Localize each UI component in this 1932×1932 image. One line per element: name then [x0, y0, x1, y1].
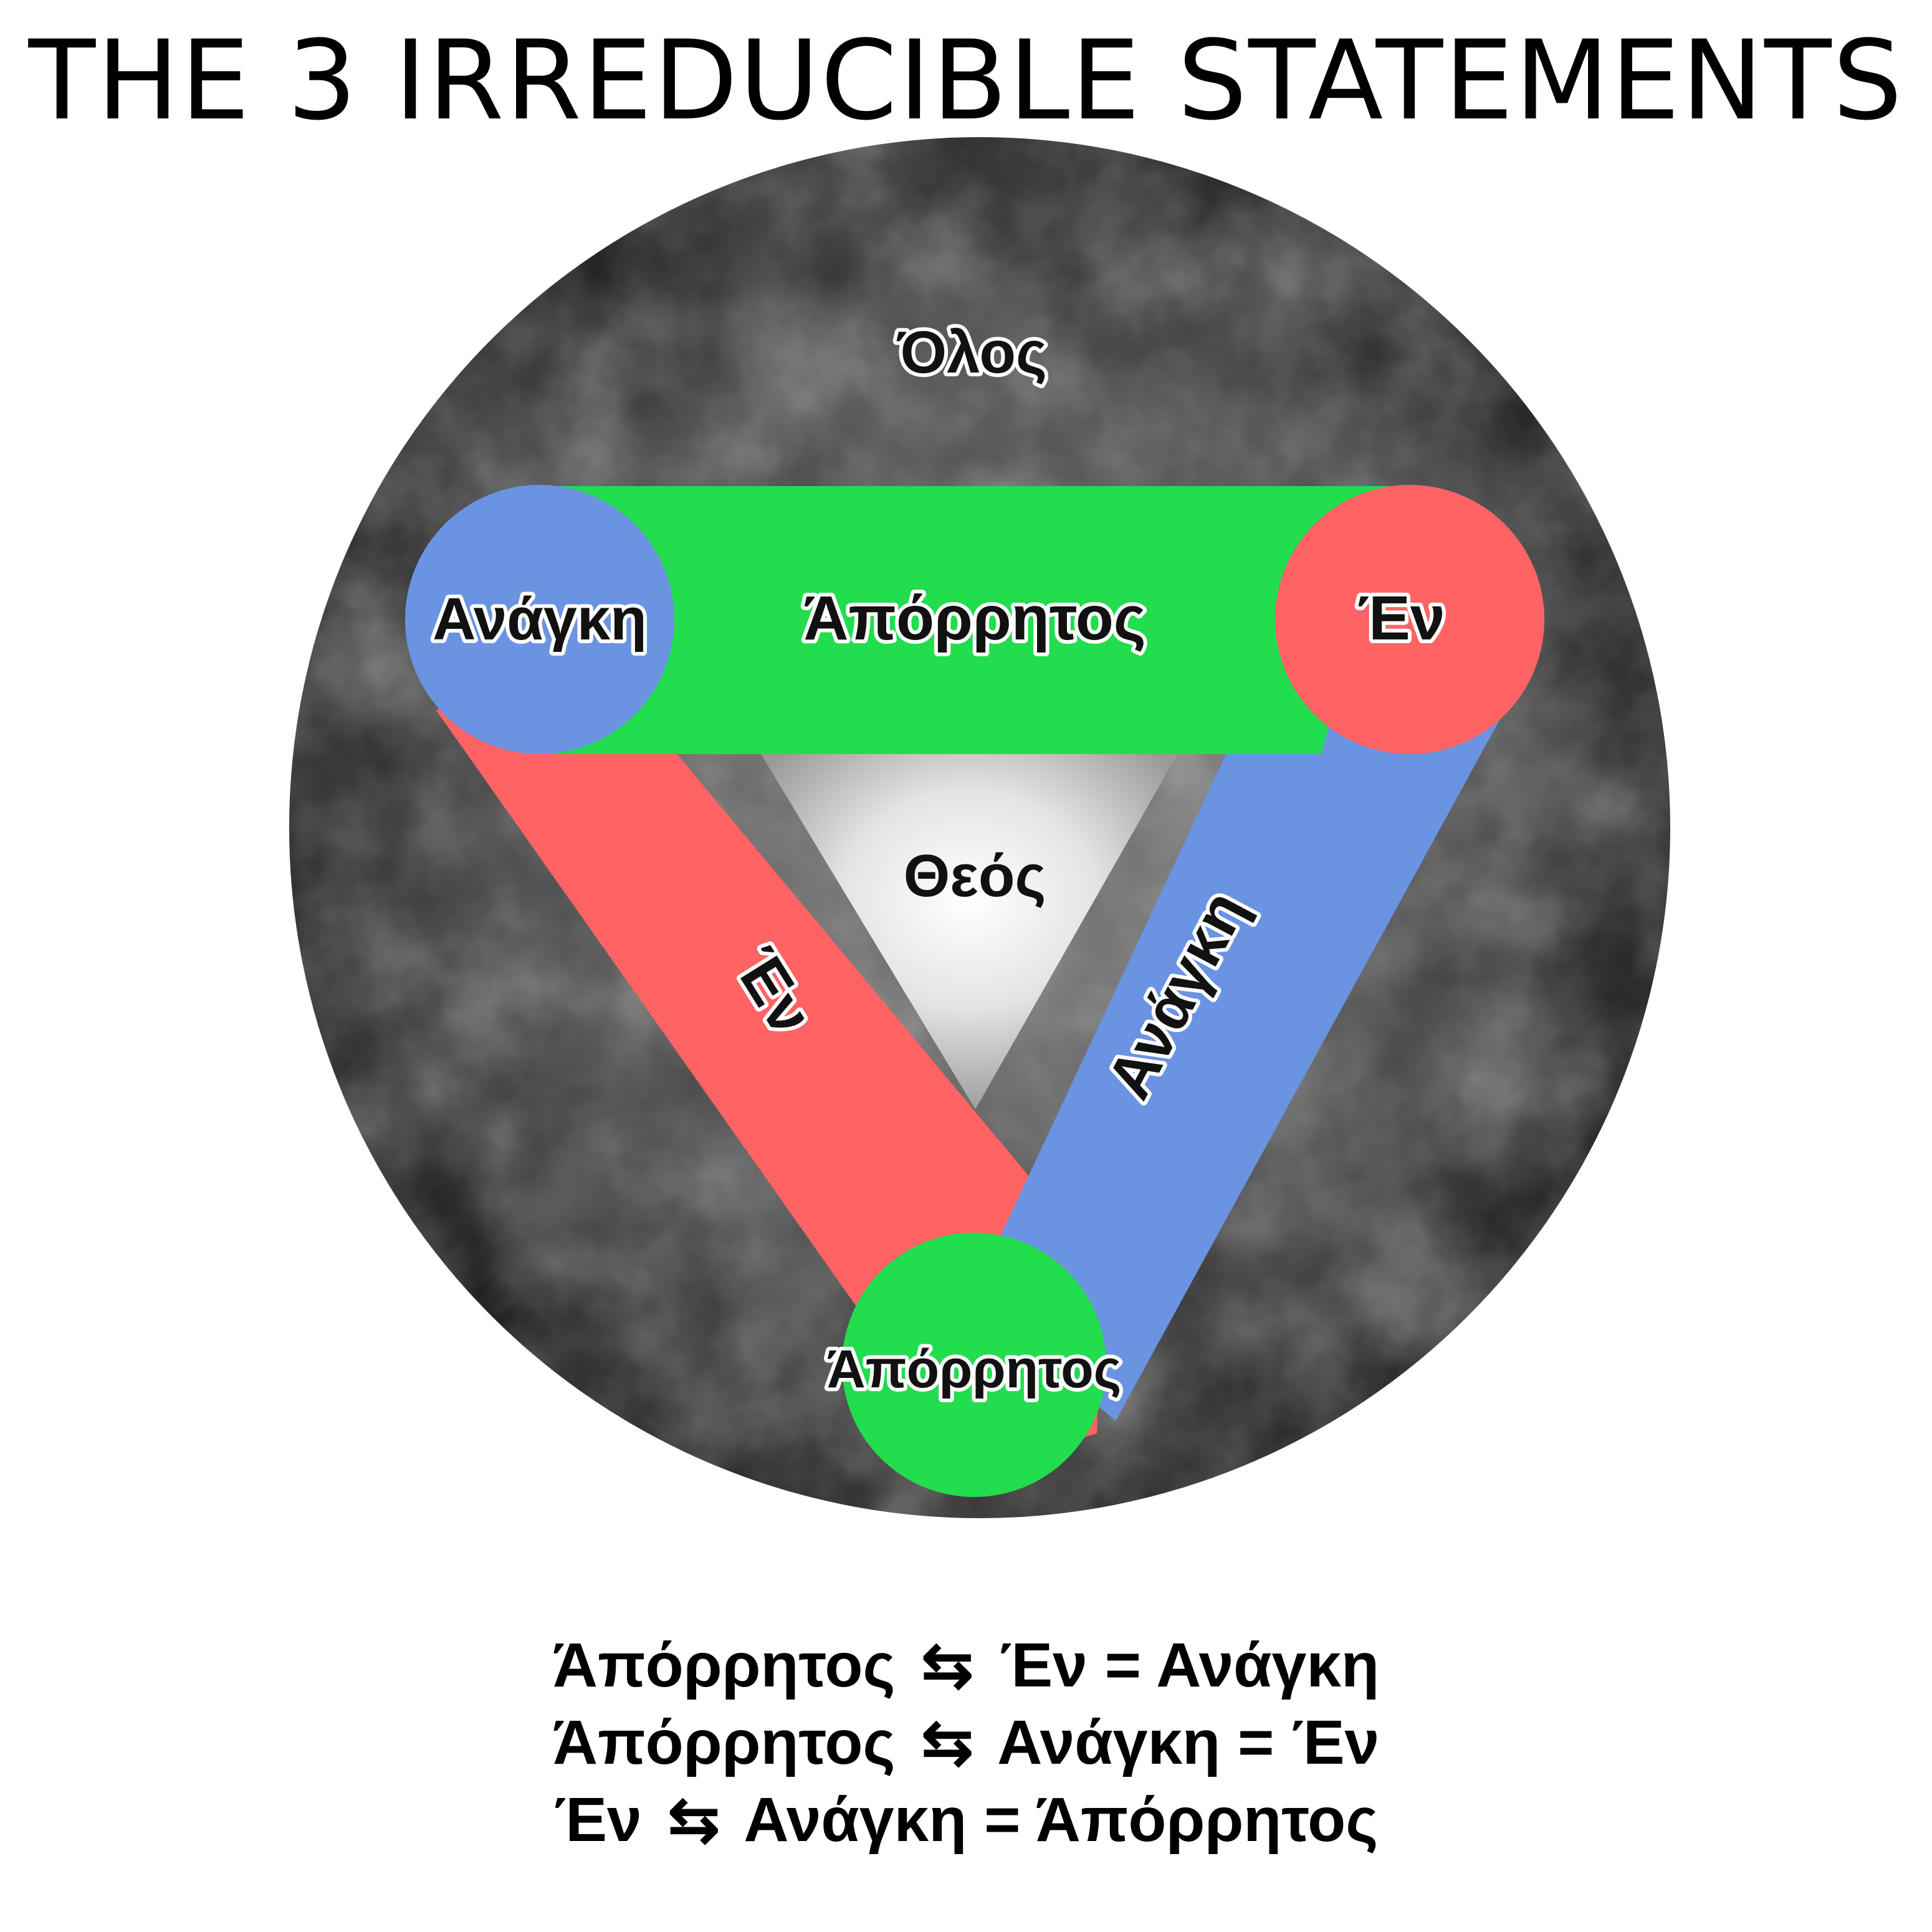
statement-3-equals: =: [984, 1785, 1021, 1855]
page-title: THE 3 IRREDUCIBLE STATEMENTS: [28, 17, 1904, 145]
top-band-label: Άπόρρητος: [803, 583, 1146, 653]
statement-2-equals: =: [1238, 1708, 1274, 1777]
green-band: [542, 486, 1396, 754]
node-bottom-label: Άπόρρητος: [827, 1339, 1122, 1399]
center-label: Θεός: [904, 843, 1046, 909]
statements-block: Άπόρρητος ⇆ Έν = Ανάγκη Άπόρρητος ⇆ Ανάγ…: [0, 1627, 1932, 1858]
statement-1-term-a: Άπόρρητος: [552, 1630, 896, 1700]
statement-1-equals: =: [1104, 1630, 1141, 1700]
statement-1: Άπόρρητος ⇆ Έν = Ανάγκη: [0, 1627, 1932, 1704]
statement-2: Άπόρρητος ⇆ Ανάγκη = Έν: [0, 1704, 1932, 1781]
statement-1-term-b: Έν: [999, 1630, 1088, 1700]
inner-triangle: [757, 748, 1181, 1109]
node-bottom-circle: [842, 1233, 1106, 1497]
statement-2-term-a: Άπόρρητος: [552, 1708, 896, 1777]
statement-2-result: Έν: [1291, 1708, 1380, 1777]
node-top-right-circle: [1275, 485, 1544, 754]
statement-1-result: Ανάγκη: [1156, 1630, 1380, 1700]
statement-3-term-b: Ανάγκη: [744, 1785, 967, 1855]
statement-2-term-b: Ανάγκη: [997, 1708, 1221, 1777]
node-top-left-circle: [405, 485, 674, 754]
swap-arrows-icon: ⇆: [921, 1708, 974, 1777]
statement-3-term-a: Έν: [553, 1785, 642, 1855]
node-top-right-label: Έν: [1357, 583, 1445, 653]
outer-label: Όλος: [896, 319, 1047, 386]
statement-3-result: Άπόρρητος: [1035, 1785, 1379, 1855]
swap-arrows-icon: ⇆: [921, 1630, 974, 1700]
blue-band: [972, 617, 1508, 1421]
node-top-left-label: Ανάγκη: [433, 586, 647, 653]
statement-3: Έν ⇆ Ανάγκη = Άπόρρητος: [0, 1781, 1932, 1858]
swap-arrows-icon: ⇆: [667, 1785, 720, 1855]
